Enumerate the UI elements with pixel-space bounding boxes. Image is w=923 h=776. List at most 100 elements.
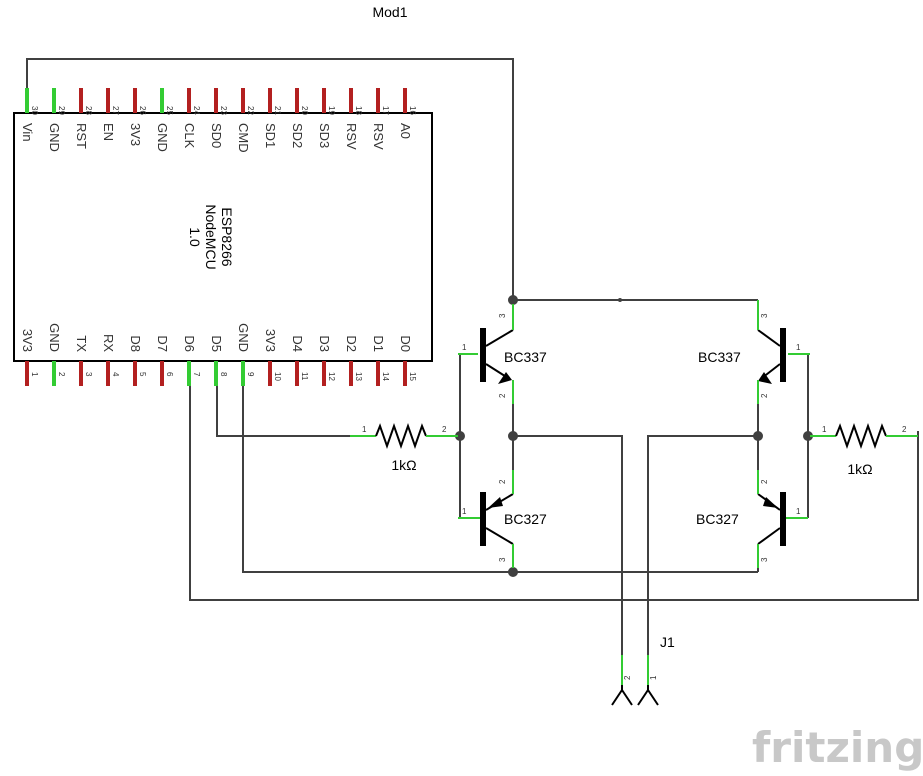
q3-emitter-arrow bbox=[488, 497, 503, 508]
pin-leg bbox=[214, 361, 218, 386]
pin-label: 3V3 bbox=[128, 123, 143, 146]
j1-pin-1: 1 bbox=[649, 675, 658, 680]
q1-base-bar bbox=[480, 328, 486, 382]
pin-leg bbox=[106, 88, 110, 113]
pin-label: TX bbox=[74, 335, 89, 352]
q4-base-bar bbox=[780, 492, 786, 546]
pin-leg bbox=[187, 88, 191, 113]
pin-label: D6 bbox=[182, 335, 197, 352]
pin-number: 27 bbox=[111, 106, 120, 115]
resistor-r1[interactable]: 1 2 1kΩ bbox=[350, 422, 458, 473]
r1-pin-1: 1 bbox=[362, 425, 367, 434]
r1-zigzag bbox=[375, 422, 427, 450]
module-pin[interactable]: 7D6 bbox=[182, 335, 201, 386]
q2-collector-line bbox=[757, 329, 781, 347]
pin-label: CMD bbox=[236, 123, 251, 153]
pin-label: GND bbox=[236, 323, 251, 352]
pin-leg bbox=[322, 88, 326, 113]
module-pin[interactable]: 6D7 bbox=[155, 335, 174, 386]
module-pin[interactable]: 3 TX bbox=[74, 335, 93, 386]
pin-leg bbox=[187, 361, 191, 386]
j1-pin-2-fork bbox=[611, 688, 633, 706]
junctions bbox=[455, 295, 813, 577]
pin-leg bbox=[349, 88, 353, 113]
q2-pin-1: 1 bbox=[796, 343, 801, 352]
transistor-q4[interactable]: 1 2 3 BC327 bbox=[696, 470, 808, 568]
pin-label: D5 bbox=[209, 335, 224, 352]
junction-dot bbox=[455, 431, 465, 441]
q3-label: BC327 bbox=[504, 511, 547, 527]
pin-label: A0 bbox=[398, 123, 413, 139]
wire-gnd bbox=[242, 383, 758, 573]
module-name-line-2: NodeMCU bbox=[203, 204, 219, 269]
pin-label: 3V3 bbox=[263, 329, 278, 352]
pin-leg bbox=[160, 88, 164, 113]
q2-pin-2: 2 bbox=[760, 393, 769, 398]
q1-label: BC337 bbox=[504, 349, 547, 365]
pin-leg bbox=[322, 361, 326, 386]
pin-leg bbox=[160, 361, 164, 386]
transistor-q3[interactable]: 1 2 3 BC327 bbox=[458, 470, 547, 568]
wire-out-right bbox=[647, 435, 758, 655]
pin-number: 14 bbox=[381, 372, 390, 381]
pin-label: D4 bbox=[290, 335, 305, 352]
pin-number: 3 bbox=[84, 372, 93, 377]
pin-leg bbox=[241, 88, 245, 113]
pin-number: 4 bbox=[111, 372, 120, 377]
pin-number: 30 bbox=[30, 106, 39, 115]
module-pin[interactable]: 4 RX bbox=[101, 334, 120, 386]
pin-leg bbox=[241, 361, 245, 386]
transistor-q1[interactable]: 1 3 2 BC337 bbox=[458, 304, 547, 404]
pin-number: 19 bbox=[327, 106, 336, 115]
pin-label: CLK bbox=[182, 123, 197, 149]
pin-number: 21 bbox=[273, 106, 282, 115]
pin-number: 28 bbox=[84, 106, 93, 115]
connector-j1[interactable]: J1 2 1 bbox=[611, 634, 675, 706]
junction-dot bbox=[753, 431, 763, 441]
j1-pin-1-fork bbox=[637, 688, 659, 706]
r2-zigzag bbox=[835, 422, 887, 450]
module-name: ESP8266 NodeMCU 1.0 bbox=[187, 204, 235, 269]
pin-leg bbox=[106, 361, 110, 386]
fritzing-logo: fritzing bbox=[752, 723, 923, 772]
pin-label: GND bbox=[155, 123, 170, 152]
esp8266-module[interactable]: ESP8266 NodeMCU 1.0 30Vin29GND28RST27EN2… bbox=[13, 88, 433, 386]
module-pin[interactable]: 5D8 bbox=[128, 335, 147, 386]
resistor-r2[interactable]: 1 2 1kΩ bbox=[810, 422, 918, 477]
pin-label: RX bbox=[101, 334, 116, 352]
q4-label: BC327 bbox=[696, 511, 739, 527]
q3-collector-line bbox=[485, 527, 514, 545]
pin-number: 6 bbox=[165, 372, 174, 377]
q3-pin-3: 3 bbox=[498, 557, 507, 562]
pin-label: RST bbox=[74, 123, 89, 149]
pin-leg bbox=[403, 88, 407, 113]
transistor-q2[interactable]: 1 3 2 BC337 bbox=[698, 300, 810, 404]
module-pin[interactable]: 8D5 bbox=[209, 335, 228, 386]
q1-pin-1: 1 bbox=[462, 343, 467, 352]
